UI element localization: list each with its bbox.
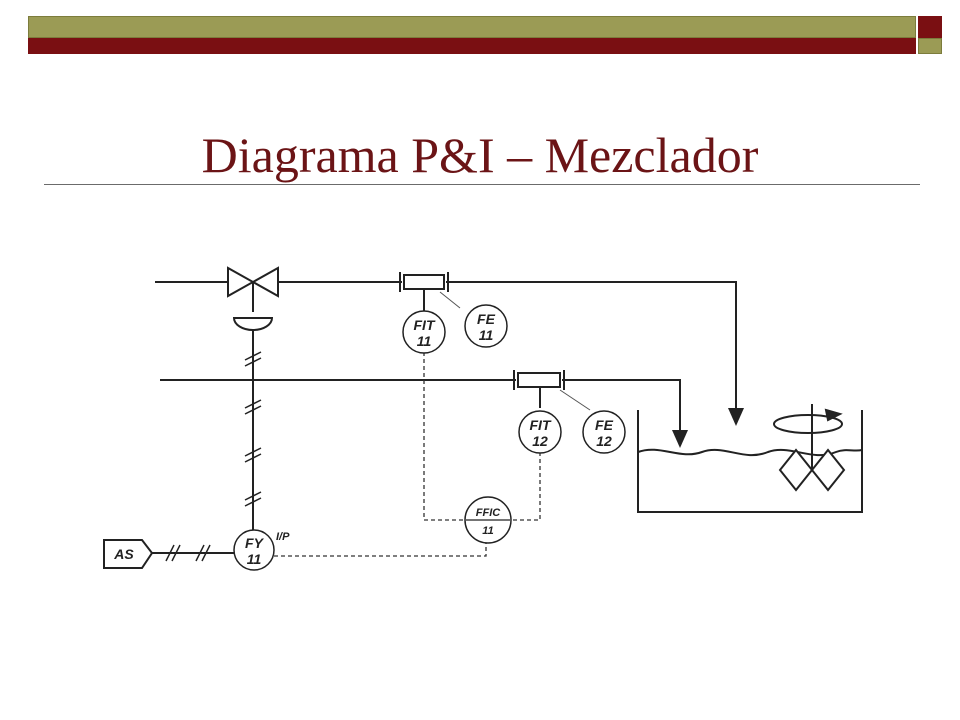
slide-title: Diagrama P&I – Mezclador — [201, 127, 759, 183]
fy11-ip-note: I/P — [276, 531, 290, 543]
lower-process-line-right — [562, 379, 681, 440]
fe12-number: 12 — [596, 433, 612, 449]
fy11-number: 11 — [247, 551, 262, 567]
fy11-bubble — [233, 529, 275, 571]
fe12-bubble — [582, 410, 626, 454]
air-supply-label: AS — [113, 546, 134, 562]
signal-fit11-to-ffic — [423, 352, 466, 521]
header-olive-band — [28, 16, 916, 38]
upper-inlet-arrow-icon — [728, 408, 744, 426]
header-corner-olive — [918, 38, 942, 54]
fit12-tag: FIT — [530, 417, 552, 433]
upper-process-line-right — [446, 281, 737, 412]
flow-element-upper-icon — [399, 272, 449, 312]
agitator-icon — [773, 404, 846, 492]
lower-inlet-arrow-icon — [672, 430, 688, 448]
air-supply-box — [103, 539, 154, 569]
control-valve-icon — [227, 266, 279, 331]
fy11-tag: FY — [245, 535, 265, 551]
ffic11-tag: FFIC — [476, 507, 501, 519]
fit12-number: 12 — [532, 433, 548, 449]
mixer-tank-icon — [637, 410, 863, 513]
fe12-tag: FE — [595, 417, 614, 433]
fe11-tag: FE — [477, 311, 496, 327]
fe11-number: 11 — [479, 327, 494, 343]
signal-ffic-to-fy — [272, 540, 487, 557]
fit11-number: 11 — [417, 333, 432, 349]
header-maroon-band — [28, 38, 916, 54]
fit11-bubble — [402, 310, 446, 354]
fit12-bubble — [518, 410, 562, 454]
flow-element-lower-icon — [513, 370, 565, 408]
fit11-tag: FIT — [414, 317, 436, 333]
header-bar — [0, 0, 960, 60]
title-underline — [44, 184, 920, 185]
signal-fit12-to-ffic — [510, 452, 541, 521]
header-corner-maroon — [918, 16, 942, 38]
fe11-bubble — [464, 304, 508, 348]
ffic11-number: 11 — [482, 525, 493, 537]
